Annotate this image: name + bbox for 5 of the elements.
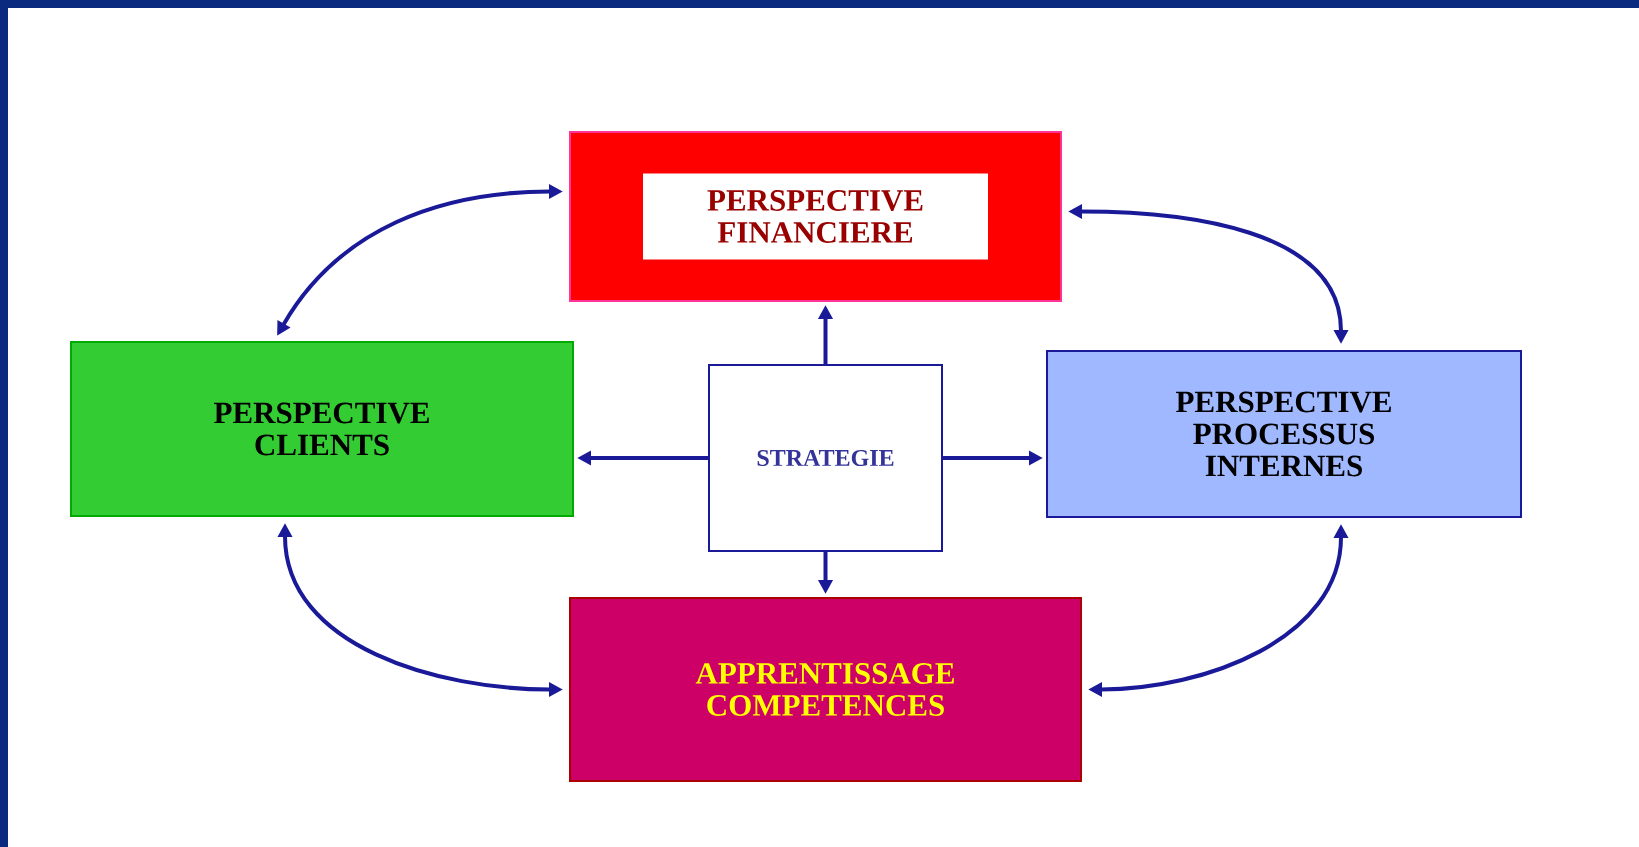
perspective-box: PERSPECTIVE PROCESSUS INTERNES <box>1046 350 1522 518</box>
perspective-box: PERSPECTIVE FINANCIERE <box>569 131 1062 302</box>
strategy-box: STRATEGIE <box>708 364 943 552</box>
perspective-box: PERSPECTIVE CLIENTS <box>70 341 574 517</box>
perspective-box: APPRENTISSAGE COMPETENCES <box>569 597 1082 782</box>
